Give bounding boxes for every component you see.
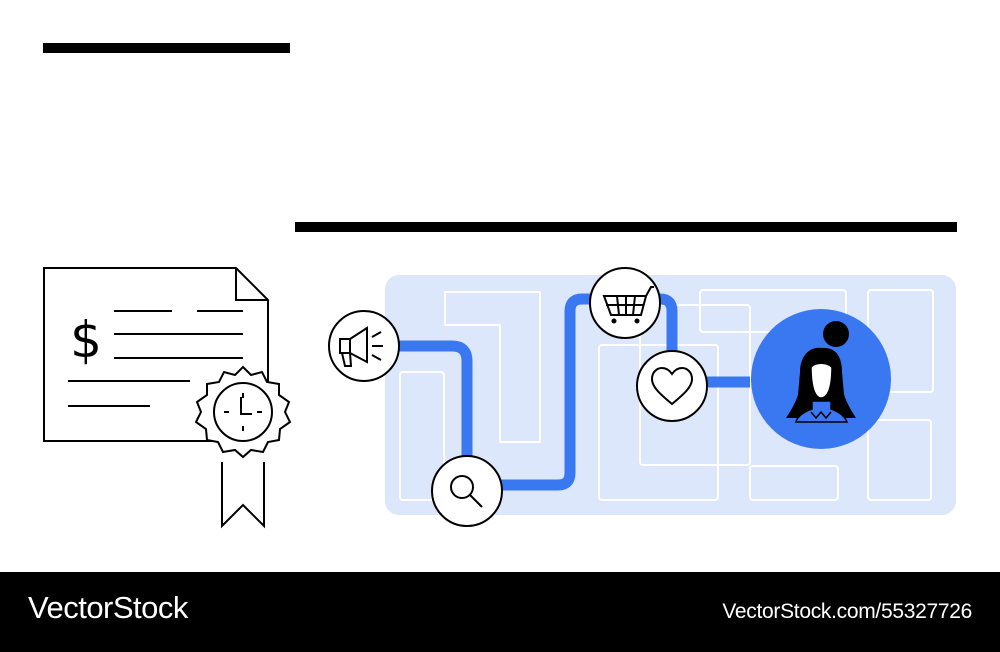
title-placeholder-bar xyxy=(43,43,290,53)
megaphone-icon xyxy=(328,310,400,382)
customer-journey-illustration: $ xyxy=(43,267,956,529)
clock-icon xyxy=(194,365,292,459)
search-icon xyxy=(431,455,503,527)
watermark-url: VectorStock.com/55327726 xyxy=(722,600,972,623)
divider-bar xyxy=(295,222,957,232)
watermark-footer: VectorStock VectorStock.com/55327726 xyxy=(0,572,1000,652)
cart-icon xyxy=(589,267,661,339)
dollar-icon: $ xyxy=(70,311,102,369)
journey-path xyxy=(365,293,750,491)
heart-icon xyxy=(636,350,708,422)
customer-avatar-icon xyxy=(751,309,891,449)
watermark-brand: VectorStock xyxy=(28,590,188,625)
